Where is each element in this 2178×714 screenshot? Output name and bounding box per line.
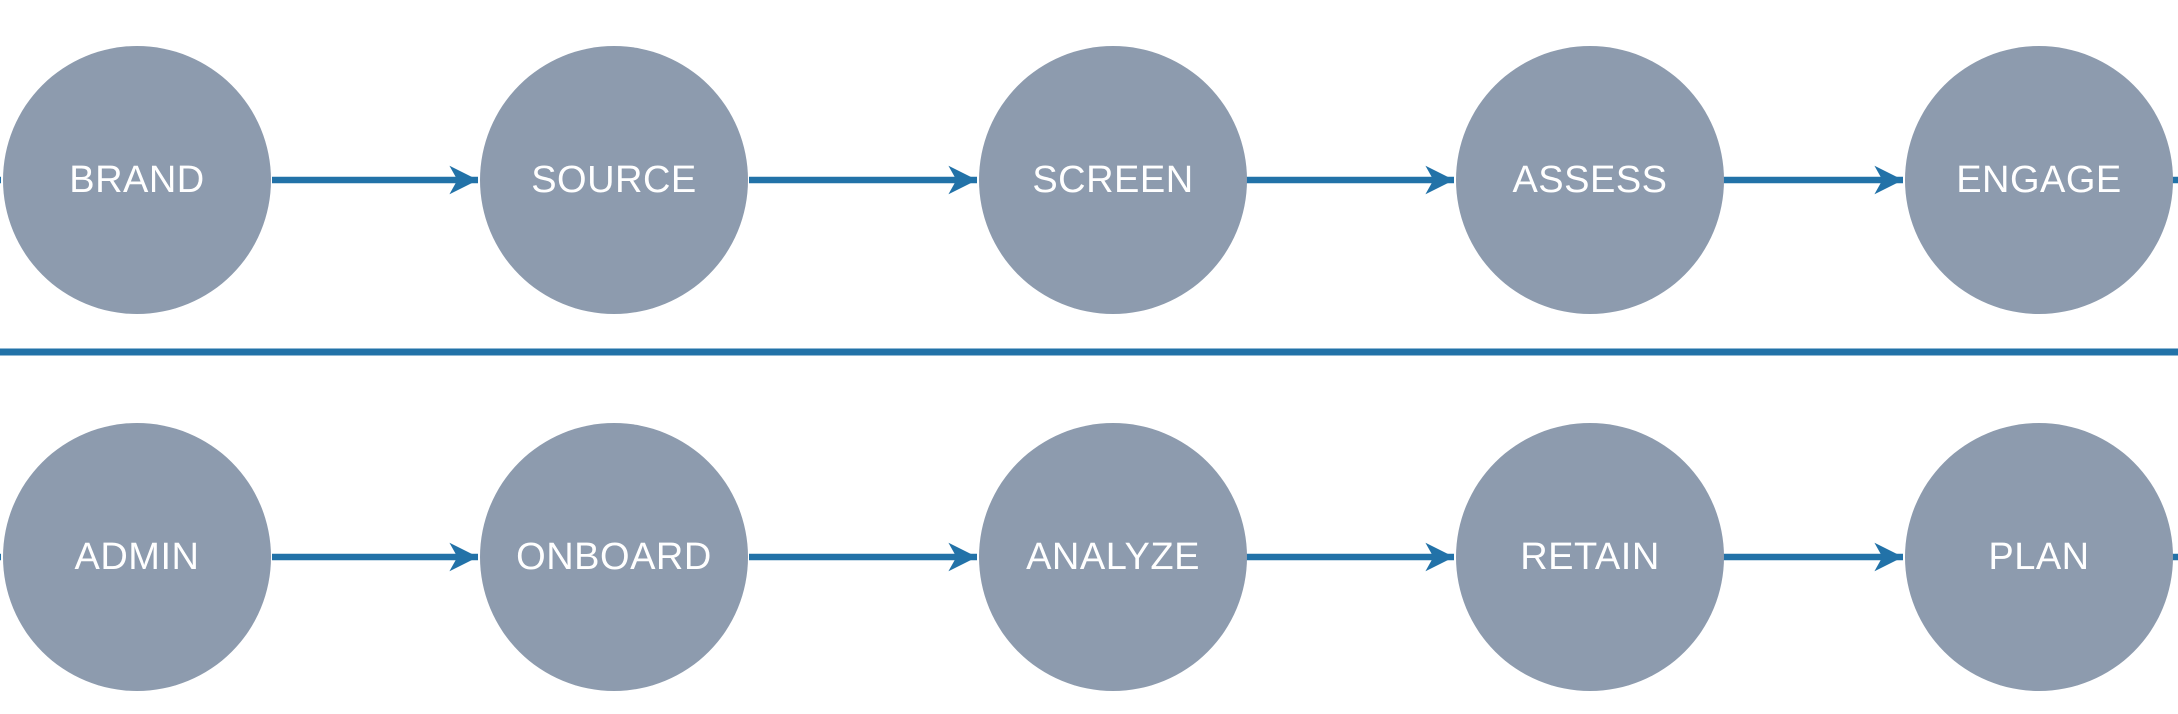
flow-node-analyze: ANALYZE (979, 423, 1247, 691)
node-label: ADMIN (74, 536, 200, 578)
flow-node-plan: PLAN (1905, 423, 2173, 691)
node-label: BRAND (69, 159, 205, 201)
flow-node-engage: ENGAGE (1905, 46, 2173, 314)
node-label: SCREEN (1032, 159, 1194, 201)
flow-node-brand: BRAND (3, 46, 271, 314)
flow-node-onboard: ONBOARD (480, 423, 748, 691)
node-label: SOURCE (531, 159, 697, 201)
node-label: ASSESS (1512, 159, 1668, 201)
flow-node-source: SOURCE (480, 46, 748, 314)
flow-node-retain: RETAIN (1456, 423, 1724, 691)
node-label: PLAN (1988, 536, 2090, 578)
node-label: ANALYZE (1026, 536, 1200, 578)
flow-node-screen: SCREEN (979, 46, 1247, 314)
flow-node-admin: ADMIN (3, 423, 271, 691)
node-label: ONBOARD (516, 536, 712, 578)
node-label: RETAIN (1520, 536, 1660, 578)
node-label: ENGAGE (1956, 159, 2122, 201)
flow-node-assess: ASSESS (1456, 46, 1724, 314)
